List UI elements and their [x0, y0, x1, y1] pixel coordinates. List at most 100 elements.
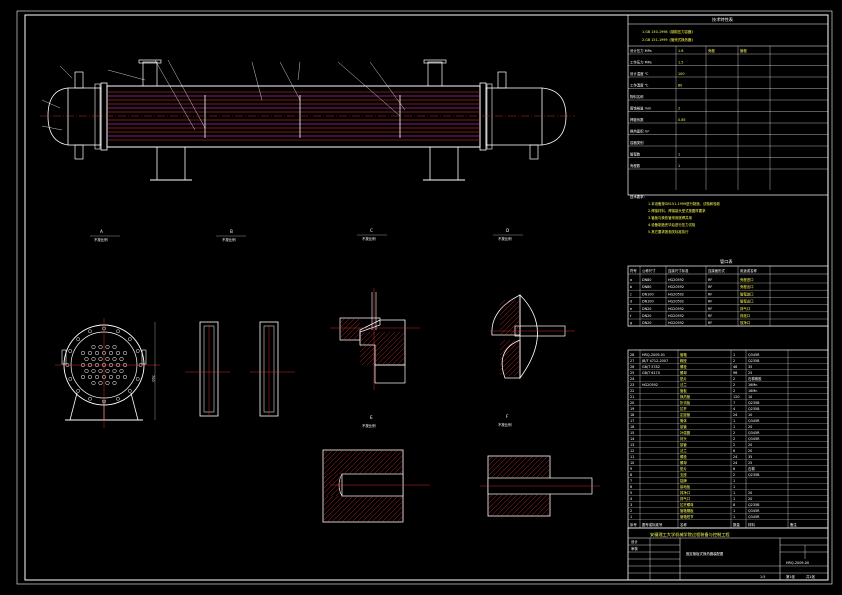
- hatch-line: [378, 449, 404, 475]
- spec-cell: 0.85: [678, 118, 686, 122]
- parts-header-cell: 图号或标准号: [642, 522, 663, 527]
- end-tube-hole: [98, 356, 103, 362]
- right-channel: [485, 87, 543, 146]
- hatch-line: [366, 495, 394, 523]
- hatch-line: [490, 455, 514, 479]
- drawing-name: 固定管板式换热器装配图: [686, 551, 724, 556]
- spec-cell: 1: [678, 164, 680, 168]
- tube-bundle: [107, 91, 480, 141]
- spec-cell: 壳程: [708, 48, 715, 53]
- hatch-line: [487, 493, 504, 510]
- parts-cell: 11: [630, 455, 634, 459]
- tech-spec-heading: 技术特性表: [712, 16, 734, 23]
- parts-cell: 5: [630, 491, 632, 495]
- end-tube-hole: [98, 368, 103, 374]
- view-e-sub: 不按比例: [362, 423, 376, 428]
- parts-cell: 27: [630, 359, 634, 363]
- end-tube-hole: [115, 350, 121, 356]
- hatch-line: [396, 515, 404, 523]
- hatch-line: [381, 500, 404, 523]
- parts-cell: 9: [630, 467, 632, 471]
- parts-cell: 螺母: [680, 460, 687, 465]
- scale-value: 1:5: [760, 575, 765, 579]
- nozzle-cell: RF: [708, 300, 712, 304]
- parts-cell: 2: [733, 389, 735, 393]
- parts-cell: Q235B: [748, 401, 760, 405]
- parts-cell: Q345R: [748, 353, 760, 357]
- view-a-label: A: [100, 229, 103, 234]
- hatch-line: [540, 468, 551, 479]
- hatch-line: [525, 493, 549, 517]
- parts-cell: 2: [733, 377, 735, 381]
- tech-requirements: 技术要求： 1.本设备按GB151-1999进行制造、试验和验收 2.焊接材料，…: [630, 194, 721, 234]
- nozzle-header-cell: 连接面形式: [708, 268, 726, 273]
- hatch-line: [357, 337, 361, 341]
- nozzle-cell: RF: [708, 307, 712, 311]
- parts-cell: 排气口: [680, 496, 690, 501]
- hatch-line: [530, 496, 551, 517]
- hatch-line: [487, 455, 504, 472]
- parts-cell: 16Mn: [748, 383, 757, 387]
- parts-cell: 1: [733, 479, 735, 483]
- hatch-line: [396, 356, 406, 366]
- parts-cell: 铭牌: [680, 478, 687, 483]
- hatch-line: [487, 493, 494, 500]
- parts-cell: 35: [748, 365, 752, 369]
- hatch-line: [500, 493, 524, 517]
- end-tube-hole: [84, 356, 89, 362]
- parts-cell: 1: [733, 485, 735, 489]
- hatch-line: [353, 449, 379, 475]
- hatch-line: [359, 331, 381, 353]
- left-head: [47, 87, 69, 146]
- parts-cell: Q345R: [748, 431, 760, 435]
- parts-cell: 石棉橡胶: [748, 376, 762, 381]
- parts-cell: 120: [733, 395, 739, 399]
- parts-cell: Q345R: [748, 509, 760, 513]
- nozzle-cell: f: [630, 314, 632, 318]
- hatch-line: [504, 319, 521, 336]
- end-tube-hole: [94, 350, 100, 356]
- bolt-hole: [135, 349, 140, 353]
- hatch-line: [322, 473, 329, 480]
- hatch-line: [339, 317, 351, 329]
- hatch-line: [323, 449, 349, 475]
- parts-cell: 支座: [680, 472, 687, 477]
- parts-header-cell: 材料: [748, 522, 755, 527]
- spec-cell: 1.5: [678, 61, 683, 65]
- tech-req-2: 2.焊接材料，焊接接头型式按图样要求: [648, 208, 706, 213]
- hatch-line: [376, 495, 404, 523]
- end-tube-hole: [98, 344, 103, 350]
- parts-cell: 35: [748, 455, 752, 459]
- hatch-line: [322, 449, 334, 461]
- reviewer-label: 审核: [631, 546, 638, 551]
- nozzle-cell: a: [630, 278, 632, 282]
- parts-cell: 24: [733, 413, 737, 417]
- tech-req-0: 技术要求：: [630, 194, 647, 199]
- spec-cell: 1.6: [678, 49, 683, 53]
- hatch-line: [348, 449, 374, 475]
- hatch-line: [525, 455, 549, 479]
- spec-cell: 2: [678, 107, 680, 111]
- hatch-line: [401, 520, 404, 523]
- hatch-line: [499, 349, 521, 371]
- hatch-line: [333, 449, 359, 475]
- view-a-sub: 不按比例: [94, 237, 108, 242]
- spec-cell: 设计压力 MPa: [630, 48, 652, 53]
- parts-cell: 折流板: [680, 400, 691, 405]
- hatch-line: [391, 351, 406, 366]
- hatch-line: [381, 341, 406, 366]
- hatch-line: [391, 510, 404, 523]
- parts-header-cell: 备注: [790, 522, 797, 527]
- spec-cell: 1: [678, 153, 680, 157]
- hatch-line: [520, 493, 544, 517]
- hatch-line: [535, 501, 551, 517]
- nozzle-header-cell: 用途或名称: [740, 268, 758, 273]
- parts-cell: Q235B: [748, 359, 760, 363]
- parts-cell: 螺栓: [680, 454, 687, 459]
- parts-cell: 20: [748, 491, 752, 495]
- parts-cell: 法兰: [680, 382, 687, 387]
- hatch-line: [338, 449, 364, 475]
- hatch-line: [487, 455, 494, 462]
- hatch-line: [356, 495, 384, 523]
